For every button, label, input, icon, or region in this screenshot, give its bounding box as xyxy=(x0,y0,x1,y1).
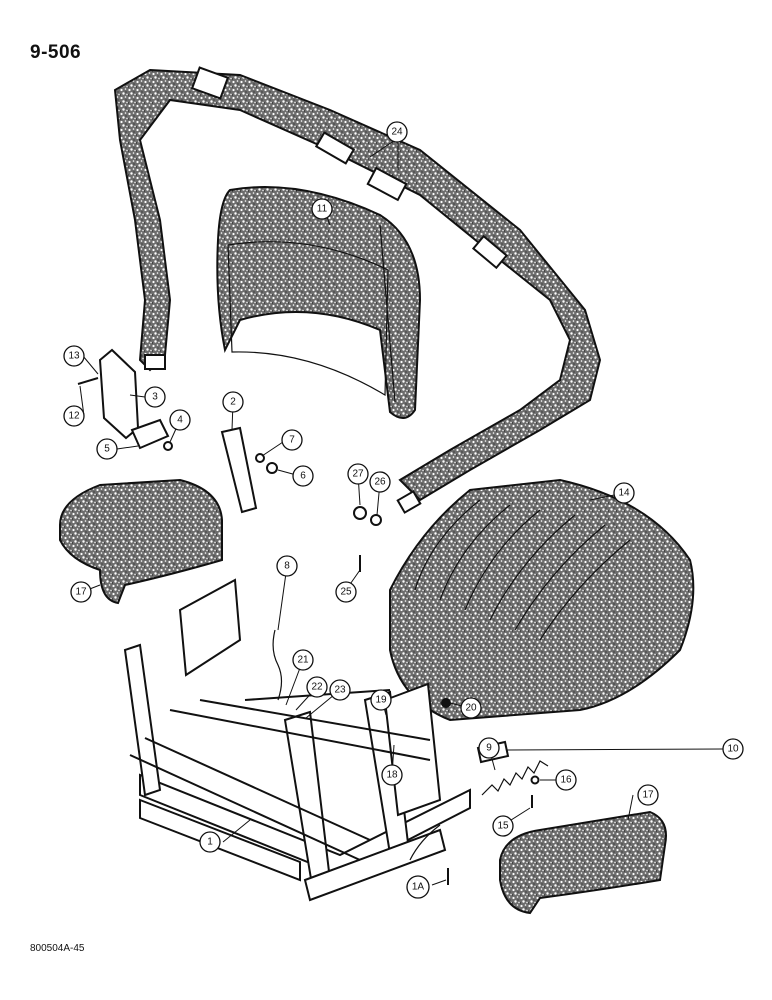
callout-24: 24 xyxy=(386,121,408,143)
svg-text:24: 24 xyxy=(391,127,403,138)
seat-belt-assembly xyxy=(113,66,602,514)
svg-text:19: 19 xyxy=(375,695,387,706)
svg-text:17: 17 xyxy=(642,790,654,801)
svg-text:7: 7 xyxy=(289,435,295,446)
callout-16: 16 xyxy=(555,769,577,791)
svg-text:3: 3 xyxy=(152,392,158,403)
svg-text:10: 10 xyxy=(727,744,739,755)
page-number: 9-506 xyxy=(30,42,82,63)
callout-3: 3 xyxy=(144,386,166,408)
callout-18: 18 xyxy=(381,764,403,786)
callout-21: 21 xyxy=(292,649,314,671)
callout-10: 10 xyxy=(722,738,744,760)
svg-text:21: 21 xyxy=(297,655,309,666)
svg-text:1A: 1A xyxy=(412,882,425,893)
svg-text:14: 14 xyxy=(618,488,630,499)
callout-12: 12 xyxy=(63,405,85,427)
svg-text:15: 15 xyxy=(497,821,509,832)
callout-26: 26 xyxy=(369,471,391,493)
svg-text:18: 18 xyxy=(386,770,398,781)
svg-text:8: 8 xyxy=(284,561,290,572)
back-cushion xyxy=(216,186,422,419)
callout-25: 25 xyxy=(335,581,357,603)
callout-5: 5 xyxy=(96,438,118,460)
callout-27: 27 xyxy=(347,463,369,485)
callout-9: 9 xyxy=(478,737,500,759)
svg-text:17: 17 xyxy=(75,587,87,598)
svg-text:22: 22 xyxy=(311,682,323,693)
callout-8: 8 xyxy=(276,555,298,577)
callout-19: 19 xyxy=(370,689,392,711)
callout-2: 2 xyxy=(222,391,244,413)
svg-text:11: 11 xyxy=(317,204,328,215)
right-armrest-pad xyxy=(499,810,667,915)
left-mounting-bracket xyxy=(77,348,173,451)
callout-1: 1 xyxy=(199,831,221,853)
svg-text:9: 9 xyxy=(486,743,492,754)
callout-22: 22 xyxy=(306,676,328,698)
callout-17-left: 17 xyxy=(70,581,92,603)
callout-17-right: 17 xyxy=(637,784,659,806)
figure-code: 800504A-45 xyxy=(30,943,85,954)
svg-text:4: 4 xyxy=(177,415,183,426)
svg-text:26: 26 xyxy=(374,477,386,488)
svg-text:1: 1 xyxy=(207,837,213,848)
svg-text:25: 25 xyxy=(340,587,352,598)
seat-cushion xyxy=(389,478,695,722)
tension-spring xyxy=(481,760,549,796)
svg-text:12: 12 xyxy=(68,411,80,422)
svg-text:27: 27 xyxy=(352,469,364,480)
svg-text:20: 20 xyxy=(465,703,477,714)
left-armrest-pad xyxy=(59,478,223,605)
callout-13: 13 xyxy=(63,345,85,367)
callout-6: 6 xyxy=(292,465,314,487)
svg-text:16: 16 xyxy=(560,775,572,786)
svg-text:2: 2 xyxy=(230,397,236,408)
callout-20: 20 xyxy=(460,697,482,719)
svg-text:23: 23 xyxy=(334,685,346,696)
callout-1a: 1A xyxy=(406,875,430,899)
callout-4: 4 xyxy=(169,409,191,431)
callout-15: 15 xyxy=(492,815,514,837)
callout-23: 23 xyxy=(329,679,351,701)
svg-text:6: 6 xyxy=(300,471,306,482)
svg-text:13: 13 xyxy=(68,351,80,362)
callout-7: 7 xyxy=(281,429,303,451)
callout-11: 11 xyxy=(311,198,333,220)
right-mounting-bracket xyxy=(220,426,278,514)
callout-14: 14 xyxy=(613,482,635,504)
svg-text:5: 5 xyxy=(104,444,110,455)
